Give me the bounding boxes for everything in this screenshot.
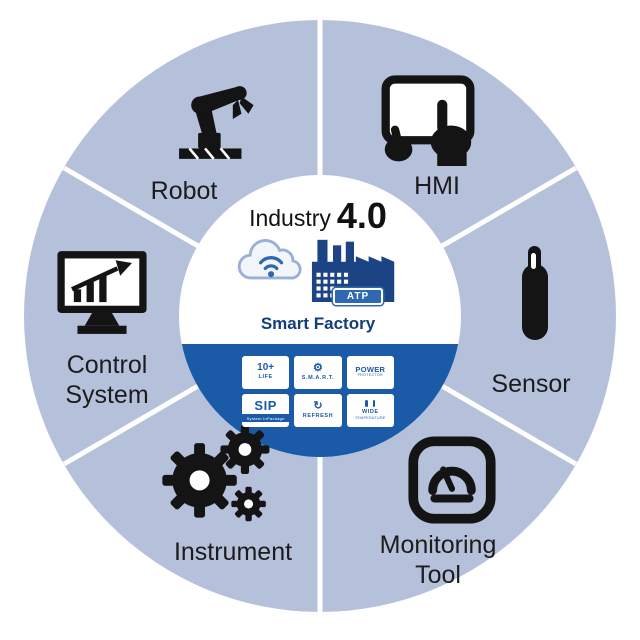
segment-label-control-system: Control System: [65, 351, 149, 409]
sensor-probe-icon: [518, 246, 552, 340]
badge-wide-temperature: WIDE TEMPERATURE: [346, 394, 394, 427]
badge-sip-sub: System InPackage: [242, 414, 290, 422]
refresh-icon: ↻: [313, 399, 323, 412]
badge-sip: SIP System InPackage: [242, 394, 290, 427]
segment-label-robot: Robot: [150, 177, 218, 205]
smart-factory-label: Smart Factory: [260, 314, 376, 333]
gear-icon: ⚙: [313, 361, 323, 374]
industry-label: Industry: [249, 205, 331, 231]
badge-wide-title: WIDE: [361, 409, 379, 416]
badge-power-protector: POWER PROTECTOR: [346, 356, 394, 389]
thermometer-icon: [363, 399, 378, 408]
monitor-chart-icon: [52, 246, 152, 340]
badge-refresh: ↻ REFRESH: [294, 394, 342, 427]
badge-wide-sub: TEMPERATURE: [355, 416, 386, 421]
gears-icon: [156, 420, 274, 528]
badge-smart-label: S.M.A.R.T.: [301, 374, 335, 381]
gauge-icon: [408, 436, 496, 524]
feature-badges: 10+ LIFE ⚙ S.M.A.R.T. POWER PROTECTOR SI…: [242, 356, 394, 427]
badge-power-sub: PROTECTOR: [357, 373, 384, 378]
badge-refresh-label: REFRESH: [302, 412, 334, 419]
badge-power-title: POWER: [355, 364, 386, 374]
segment-label-sensor: Sensor: [491, 370, 571, 398]
segment-label-monitoring-tool: Monitoring Tool: [379, 531, 497, 589]
badge-smart: ⚙ S.M.A.R.T.: [294, 356, 342, 389]
segment-label-hmi: HMI: [414, 172, 460, 200]
badge-10-life: 10+ LIFE: [242, 356, 290, 389]
atp-badge: ATP: [333, 288, 383, 305]
cloud-wifi-icon: [234, 230, 310, 286]
badge-sip-title: SIP: [254, 398, 277, 413]
badge-10-life-title: 10+: [257, 362, 275, 374]
badge-10-life-sub: LIFE: [258, 374, 273, 381]
segment-label-instrument: Instrument: [173, 538, 293, 566]
hmi-touch-icon: [372, 74, 484, 166]
robot-arm-icon: [160, 70, 264, 168]
version-label: 4.0: [336, 195, 387, 236]
center-title: Industry 4.0: [249, 198, 387, 234]
